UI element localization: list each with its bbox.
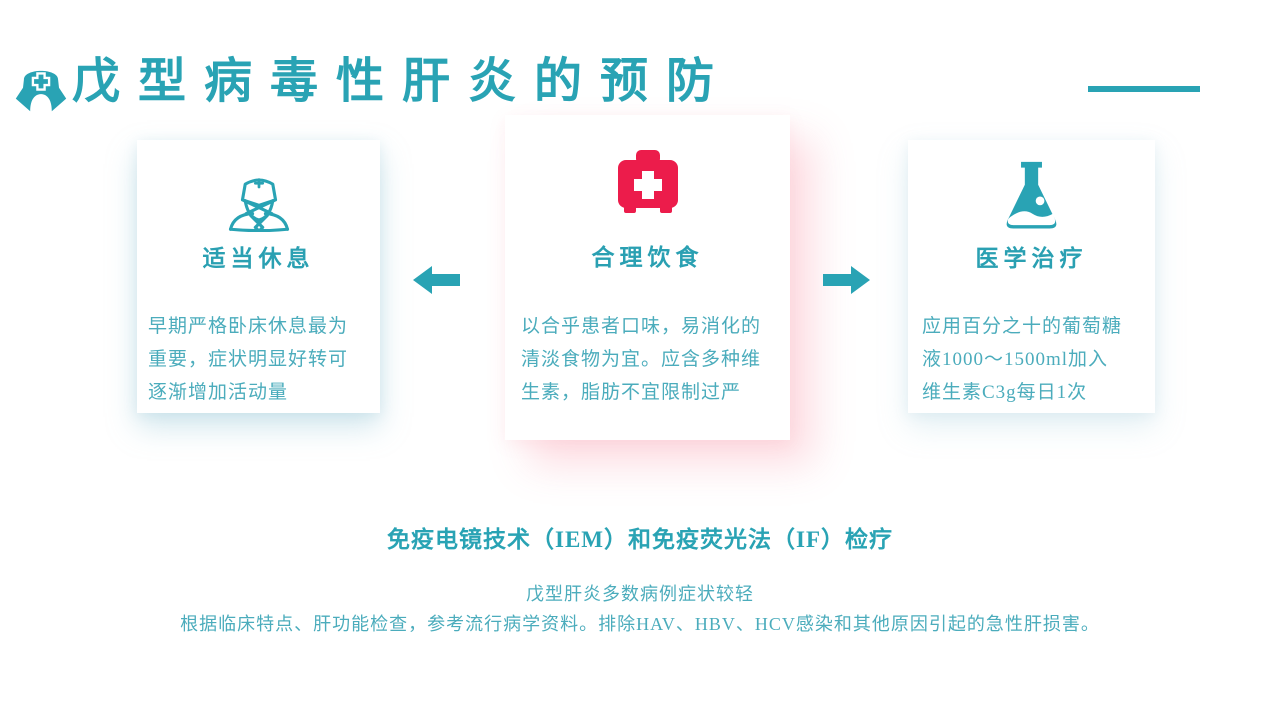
left-arrow-icon (413, 266, 460, 294)
footer-line1: 戊型肝炎多数病例症状较轻 (526, 584, 754, 604)
card-rest: 适当休息 早期严格卧床休息最为 重要，症状明显好转可 逐渐增加活动量 (137, 140, 380, 413)
footer-line2: 根据临床特点、肝功能检查，参考流行病学资料。排除HAV、HBV、HCV感染和其他… (180, 614, 1100, 634)
doctor-icon (228, 178, 289, 232)
card-diet-title: 合理饮食 (591, 245, 704, 270)
footer-heading: 免疫电镜技术（IEM）和免疫荧光法（IF）检疗 (387, 527, 893, 552)
card-rest-title: 适当休息 (202, 246, 315, 271)
card-treatment-body: 应用百分之十的葡萄糖 液1000～1500ml加入 维生素C3g每日1次 (922, 316, 1123, 403)
flask-icon (1006, 161, 1057, 229)
header-accent-line (1088, 86, 1200, 92)
card-treatment: 医学治疗 应用百分之十的葡萄糖 液1000～1500ml加入 维生素C3g每日1… (908, 140, 1155, 413)
card-treatment-title: 医学治疗 (975, 246, 1088, 271)
page-title: 戊型病毒性肝炎的预防 (72, 55, 733, 108)
card-diet: 合理饮食 以合乎患者口味，易消化的 清淡食物为宜。应含多种维 生素，脂肪不宜限制… (505, 115, 790, 440)
card-rest-body: 早期严格卧床休息最为 重要，症状明显好转可 逐渐增加活动量 (148, 316, 349, 403)
card-diet-body: 以合乎患者口味，易消化的 清淡食物为宜。应含多种维 生素，脂肪不宜限制过严 (521, 316, 762, 403)
right-arrow-icon (823, 266, 870, 294)
first-aid-kit-icon (617, 150, 678, 213)
nurse-cap-icon (15, 70, 67, 112)
